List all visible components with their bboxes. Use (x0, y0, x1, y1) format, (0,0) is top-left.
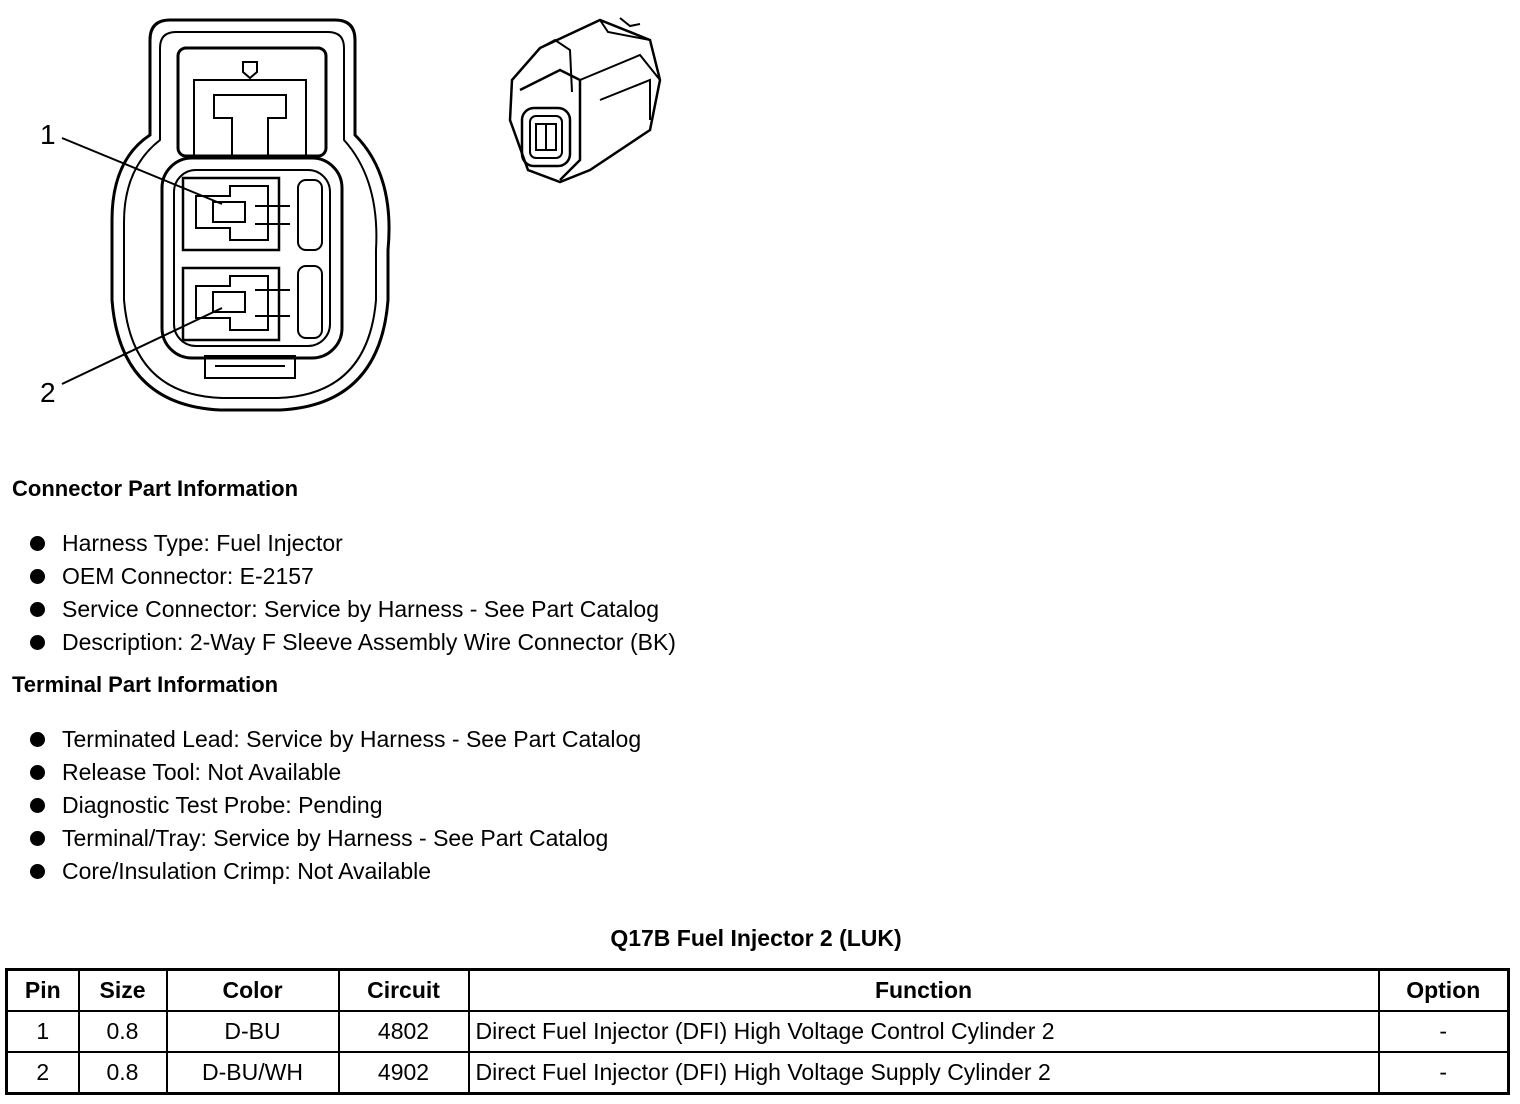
list-item: Service Connector: Service by Harness - … (28, 593, 676, 626)
list-item: Description: 2-Way F Sleeve Assembly Wir… (28, 626, 676, 659)
table-header-row: Pin Size Color Circuit Function Option (5, 968, 1510, 1012)
table-row: 1 0.8 D-BU 4802 Direct Fuel Injector (DF… (5, 1010, 1510, 1053)
column-header-size: Size (77, 968, 168, 1012)
list-item: Terminated Lead: Service by Harness - Se… (28, 723, 641, 756)
list-item-text: Description: 2-Way F Sleeve Assembly Wir… (62, 629, 676, 655)
list-item: Diagnostic Test Probe: Pending (28, 789, 641, 822)
list-item-text: Release Tool: Not Available (62, 759, 342, 785)
pinout-table: Pin Size Color Circuit Function Option 1… (5, 968, 1510, 1095)
cell-function: Direct Fuel Injector (DFI) High Voltage … (467, 1051, 1380, 1095)
connector-part-information-heading: Connector Part Information (12, 476, 299, 501)
list-item-text: Terminal/Tray: Service by Harness - See … (62, 825, 609, 851)
list-item-text: OEM Connector: E-2157 (62, 563, 314, 589)
pin-2-callout: 2 (40, 377, 56, 408)
cell-pin: 2 (5, 1051, 80, 1095)
list-item-text: Terminated Lead: Service by Harness - Se… (62, 726, 642, 752)
bullet-icon (30, 635, 45, 650)
cell-color: D-BU (165, 1010, 340, 1053)
column-header-color: Color (165, 968, 340, 1012)
list-item-text: Core/Insulation Crimp: Not Available (62, 858, 432, 884)
table-title: Q17B Fuel Injector 2 (LUK) (610, 925, 902, 951)
list-item: OEM Connector: E-2157 (28, 560, 676, 593)
bullet-icon (30, 765, 45, 780)
list-item: Release Tool: Not Available (28, 756, 641, 789)
list-item-text: Harness Type: Fuel Injector (62, 530, 343, 556)
column-header-pin: Pin (5, 968, 80, 1012)
cell-color: D-BU/WH (165, 1051, 340, 1095)
terminal-info-list: Terminated Lead: Service by Harness - Se… (28, 723, 641, 888)
column-header-circuit: Circuit (337, 968, 470, 1012)
bullet-icon (30, 536, 45, 551)
connector-face-view-diagram: 1 2 (40, 18, 391, 412)
cell-circuit: 4902 (337, 1051, 470, 1095)
bullet-icon (30, 864, 45, 879)
cell-size: 0.8 (77, 1010, 168, 1053)
cell-pin: 1 (5, 1010, 80, 1053)
column-header-option: Option (1377, 968, 1510, 1012)
connector-isometric-view-diagram (508, 17, 662, 184)
list-item: Harness Type: Fuel Injector (28, 527, 676, 560)
table-row: 2 0.8 D-BU/WH 4902 Direct Fuel Injector … (5, 1051, 1510, 1095)
connector-info-list: Harness Type: Fuel Injector OEM Connecto… (28, 527, 676, 659)
bullet-icon (30, 602, 45, 617)
bullet-icon (30, 569, 45, 584)
list-item-text: Diagnostic Test Probe: Pending (62, 792, 383, 818)
list-item: Terminal/Tray: Service by Harness - See … (28, 822, 641, 855)
terminal-part-information-heading: Terminal Part Information (12, 672, 279, 697)
list-item: Core/Insulation Crimp: Not Available (28, 855, 641, 888)
cell-circuit: 4802 (337, 1010, 470, 1053)
cell-function: Direct Fuel Injector (DFI) High Voltage … (467, 1010, 1380, 1053)
cell-option: - (1377, 1010, 1510, 1053)
bullet-icon (30, 798, 45, 813)
pin-1-callout: 1 (40, 119, 56, 150)
bullet-icon (30, 831, 45, 846)
cell-option: - (1377, 1051, 1510, 1095)
list-item-text: Service Connector: Service by Harness - … (62, 596, 659, 622)
cell-size: 0.8 (77, 1051, 168, 1095)
bullet-icon (30, 732, 45, 747)
column-header-function: Function (467, 968, 1380, 1012)
